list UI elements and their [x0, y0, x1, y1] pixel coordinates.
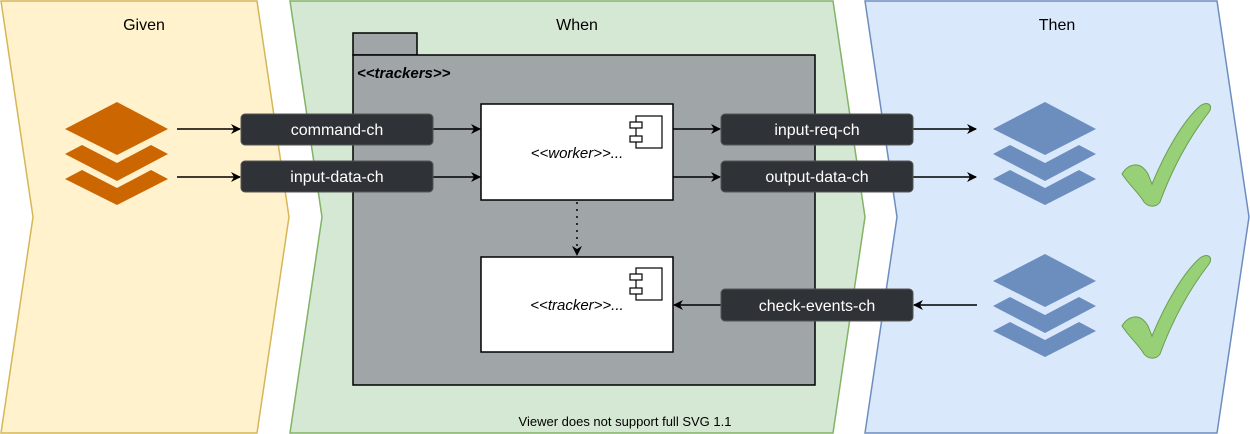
channel-input-data-label: input-data-ch	[290, 169, 383, 186]
svg-viewer-warning[interactable]: Viewer does not support full SVG 1.1	[519, 414, 732, 429]
package-stereotype: <<trackers>>	[357, 65, 451, 82]
layers-icon-then-outputs	[993, 102, 1096, 205]
worker-label: <<worker>>...	[531, 145, 624, 162]
when-title: When	[556, 17, 598, 34]
layers-icon-then-events	[993, 254, 1096, 357]
channel-input-req[interactable]: input-req-ch	[720, 113, 914, 146]
given-section	[0, 0, 290, 434]
channel-output-data[interactable]: output-data-ch	[720, 160, 914, 193]
channel-command-label: command-ch	[291, 122, 383, 139]
then-title: Then	[1039, 17, 1075, 34]
component-icon	[629, 267, 663, 301]
channel-output-data-label: output-data-ch	[765, 169, 868, 186]
channel-command[interactable]: command-ch	[240, 113, 434, 146]
check-icon	[1121, 103, 1212, 207]
then-section	[864, 0, 1250, 434]
check-icon	[1121, 255, 1212, 359]
given-title: Given	[123, 17, 165, 34]
worker-component[interactable]: <<worker>>...	[480, 103, 674, 201]
channel-check-events-label: check-events-ch	[759, 298, 876, 315]
layers-icon-given	[65, 102, 168, 205]
channel-input-data[interactable]: input-data-ch	[240, 160, 434, 193]
tracker-label: <<tracker>>...	[530, 297, 623, 314]
channel-check-events[interactable]: check-events-ch	[720, 288, 914, 322]
tracker-component[interactable]: <<tracker>>...	[480, 256, 674, 353]
component-icon	[629, 115, 663, 149]
channel-input-req-label: input-req-ch	[774, 122, 859, 139]
